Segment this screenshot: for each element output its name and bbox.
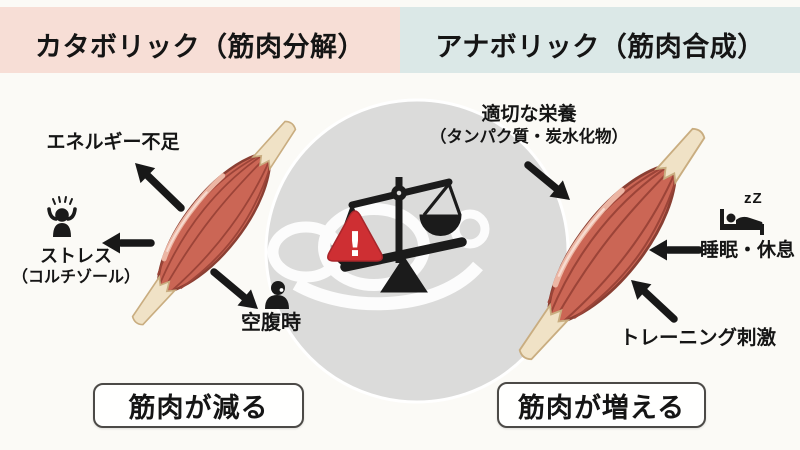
sleeping-bed-icon — [720, 209, 764, 235]
muscle-decrease-box: 筋肉が減る — [93, 383, 304, 428]
arrow-training-icon — [631, 280, 678, 323]
nutrition-label-sub: （タンパク質・炭水化物） — [430, 127, 628, 146]
stressed-person-icon — [47, 196, 77, 237]
warning-triangle-icon: ! — [327, 210, 383, 265]
muscle-increase-label: 筋肉が増える — [517, 392, 686, 423]
muscle-decrease-label: 筋肉が減る — [128, 393, 269, 423]
anabolic-header: アナボリック（筋肉合成） — [400, 7, 800, 73]
arrow-fasting-icon — [210, 268, 258, 309]
nutrition-label-main: 適切な栄養 — [481, 104, 577, 125]
fasting-label: 空腹時 — [241, 312, 301, 334]
unbalanced-scale-icon — [331, 177, 467, 293]
stress-label-main: ストレス — [40, 246, 112, 266]
catabolic-header: カタボリック（筋肉分解） — [0, 7, 400, 73]
arrow-energy-deficit-icon — [135, 163, 185, 212]
sleep-zz-text: zZ — [744, 190, 763, 207]
stress-label: ストレス （コルチゾール） — [0, 245, 152, 288]
training-stimulus-label: トレーニング刺激 — [619, 327, 776, 349]
catabolic-header-label: カタボリック（筋肉分解） — [35, 31, 365, 62]
arrow-sleep-icon — [649, 239, 703, 261]
muscle-increase-box: 筋肉が増える — [497, 382, 706, 428]
nutrition-label: 適切な栄養 （タンパク質・炭水化物） — [408, 103, 650, 147]
stress-label-sub: （コルチゾール） — [11, 268, 140, 286]
sleep-rest-label: 睡眠・休息 — [700, 240, 796, 261]
header-row: カタボリック（筋肉分解） アナボリック（筋肉合成） — [0, 7, 800, 73]
arrow-nutrition-icon — [524, 161, 570, 200]
warning-exclamation-text: ! — [347, 225, 363, 265]
arrow-stress-icon — [102, 232, 155, 254]
hungry-person-icon — [265, 281, 289, 309]
arrow-layer — [102, 161, 703, 323]
anabolic-header-label: アナボリック（筋肉合成） — [435, 31, 765, 62]
energy-deficit-label: エネルギー不足 — [46, 132, 180, 153]
